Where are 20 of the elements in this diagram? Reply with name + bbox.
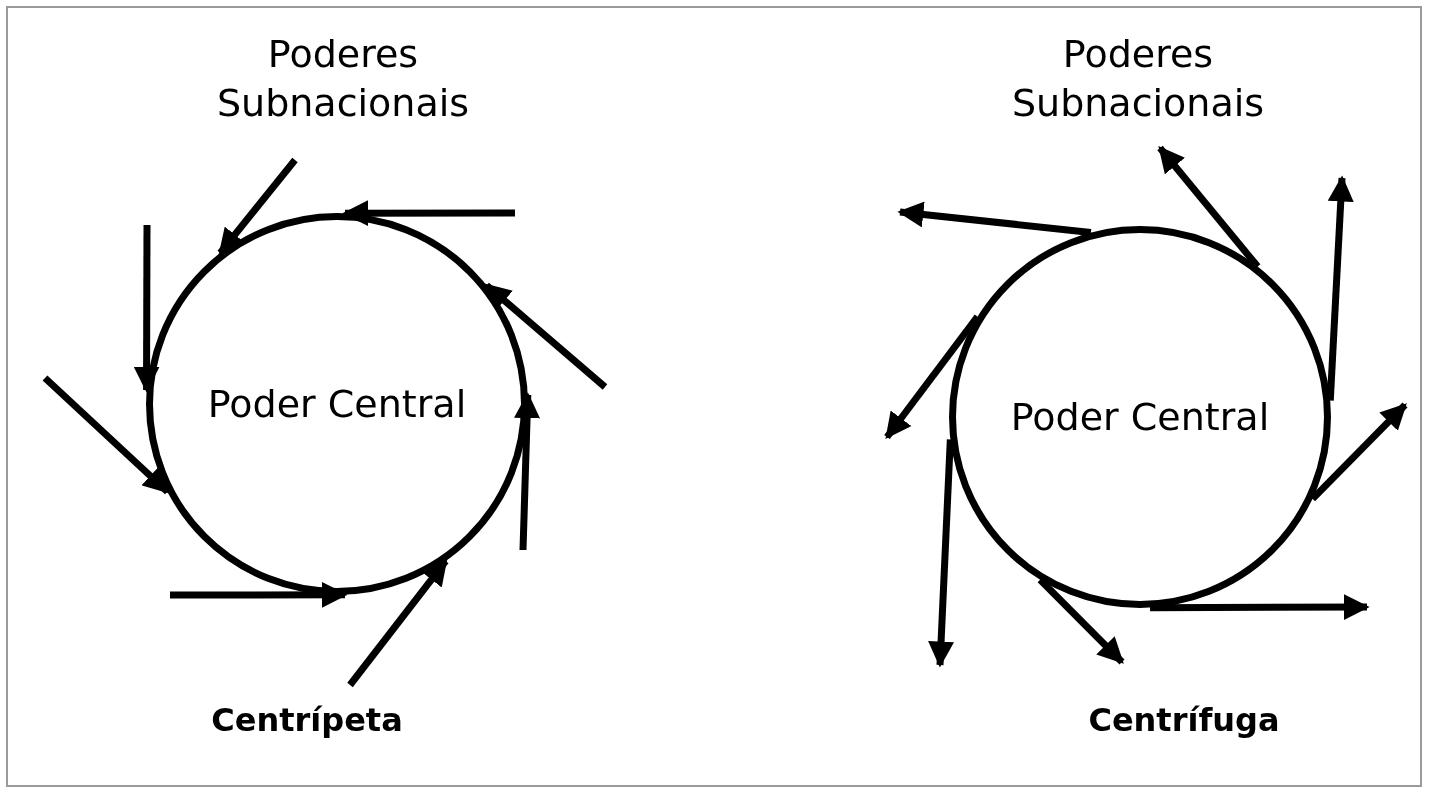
caption-text: Centrífuga (1087, 700, 1281, 741)
arrow (1150, 594, 1370, 621)
arrow (1037, 577, 1125, 665)
arrow (217, 157, 298, 256)
circle-label: Poder Central (1010, 395, 1270, 439)
arrow (514, 392, 541, 551)
arrow (897, 201, 1092, 236)
circle (146, 213, 528, 595)
circle (949, 226, 1331, 608)
arrow (1326, 175, 1354, 401)
arrow (484, 282, 608, 390)
heading-text: Poderes Subnacionais (215, 31, 471, 128)
circle-label: Poder Central (207, 382, 467, 426)
arrow (928, 439, 955, 668)
arrow (42, 375, 170, 495)
caption-text: Centrípeta (210, 700, 404, 741)
arrow (1157, 145, 1261, 269)
arrow (347, 558, 449, 688)
arrow (1310, 402, 1408, 502)
heading-text: Poderes Subnacionais (1010, 31, 1266, 128)
